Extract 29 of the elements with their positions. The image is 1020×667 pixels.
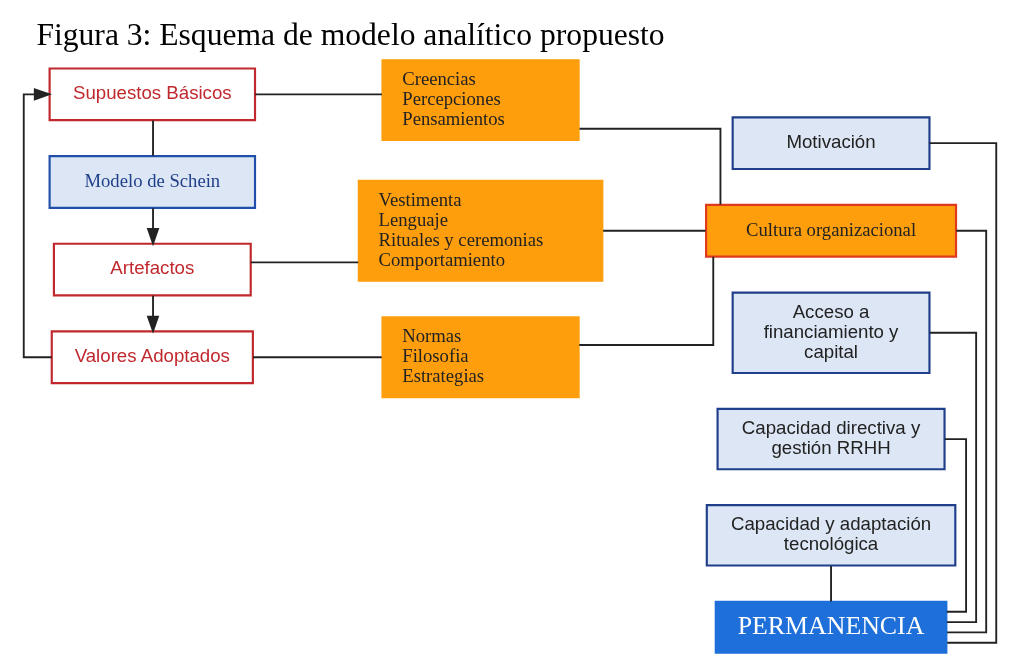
- node-box: Capacidad directiva y gestión RRHH: [716, 407, 946, 471]
- connector: [928, 142, 998, 644]
- arrow: [22, 88, 53, 359]
- node-box: Cultura organizacional: [705, 203, 958, 258]
- connector: [252, 356, 383, 359]
- diagram-title: Figura 3: Esquema de modelo analítico propuesto: [36, 16, 665, 52]
- connector: [946, 229, 988, 634]
- node-box: Motivación: [731, 116, 931, 171]
- node-box: Normas Filosofia Estrategias: [381, 316, 580, 399]
- node-box: Capacidad y adaptación tecnológica: [705, 504, 957, 567]
- node-box: Valores Adoptados: [50, 330, 254, 385]
- connector: [249, 261, 360, 264]
- connector: [602, 229, 707, 232]
- node-box: PERMANENCIA: [714, 600, 948, 654]
- connector: [152, 119, 154, 157]
- connector: [578, 127, 722, 206]
- arrow: [146, 207, 160, 247]
- connector: [928, 331, 978, 624]
- node-box: Acceso a financiamiento y capital: [731, 291, 931, 375]
- connector: [944, 438, 968, 613]
- connector: [830, 565, 832, 603]
- node-box: Vestimenta Lenguaje Rituales y ceremonias Comportamiento: [357, 179, 604, 282]
- node-box: Artefactos: [52, 242, 252, 297]
- node-box: Creencias Percepciones Pensamientos: [381, 59, 580, 141]
- node-box: Modelo de Schein: [48, 155, 257, 209]
- connector: [254, 93, 383, 96]
- connector: [578, 255, 715, 346]
- node-box: Supuestos Básicos: [48, 67, 257, 122]
- arrow: [146, 294, 160, 334]
